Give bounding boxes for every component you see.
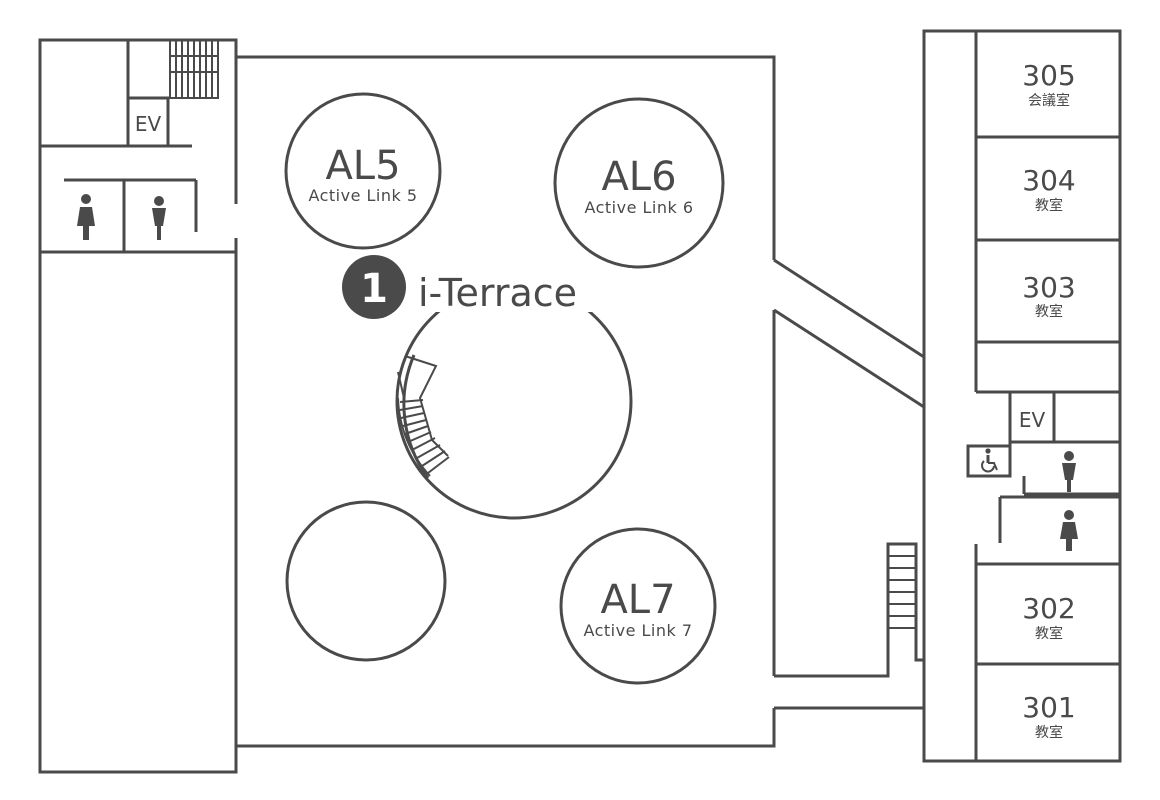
room-303-type: 教室 (1035, 303, 1063, 320)
right-wing: 305 会議室 304 教室 303 教室 302 教室 301 教室 EV (922, 29, 1122, 763)
al5-code: AL5 (325, 143, 400, 189)
female-restroom-icon (77, 194, 95, 240)
room-302-number: 302 (1022, 592, 1075, 625)
left-wing: EV (38, 38, 239, 774)
right-lower-stairs-icon (888, 555, 916, 629)
room-305-number: 305 (1022, 59, 1075, 92)
central-hall: AL5 Active Link 5 AL6 Active Link 6 AL7 … (233, 55, 776, 748)
room-304[interactable]: 304 教室 (1022, 164, 1075, 214)
connecting-corridors (772, 258, 925, 710)
i-terrace-atrium[interactable] (395, 282, 633, 520)
unlabeled-round-room (285, 500, 447, 662)
room-301-type: 教室 (1035, 724, 1063, 741)
room-305-type: 会議室 (1028, 92, 1070, 109)
right-wing-outline (922, 29, 1122, 763)
al5-label: Active Link 5 (308, 186, 417, 205)
male-restroom-icon (152, 196, 166, 240)
venue-title: i-Terrace (418, 271, 577, 315)
venue-number: 1 (360, 266, 388, 312)
left-elevator (126, 96, 170, 148)
room-302[interactable]: 302 教室 (1022, 592, 1075, 642)
room-304-type: 教室 (1035, 197, 1063, 214)
active-link-7-room[interactable] (559, 527, 717, 685)
room-303-number: 303 (1022, 271, 1075, 304)
room-302-type: 教室 (1035, 625, 1063, 642)
al6-code: AL6 (601, 154, 676, 200)
hall-outline-top (236, 55, 776, 260)
room-301[interactable]: 301 教室 (1022, 691, 1075, 741)
wheelchair-icon (981, 448, 998, 473)
active-link-6-room[interactable] (553, 97, 725, 269)
venue-number-badge (342, 255, 406, 319)
female-restroom-icon-right (1060, 510, 1078, 551)
venue-marker[interactable]: 1 i-Terrace (342, 255, 632, 319)
room-305[interactable]: 305 会議室 (1022, 59, 1075, 109)
spiral-stairs-icon (397, 354, 450, 479)
male-restroom-icon-right (1062, 451, 1076, 492)
al7-code: AL7 (600, 577, 675, 623)
right-elevator-label: EV (1019, 408, 1046, 432)
hall-outline-bottom (236, 708, 776, 748)
left-wing-outline (38, 38, 238, 774)
room-301-number: 301 (1022, 691, 1075, 724)
right-elevator (1008, 390, 1056, 444)
al7-label: Active Link 7 (583, 621, 692, 640)
left-elevator-label: EV (135, 112, 162, 136)
room-303[interactable]: 303 教室 (1022, 271, 1075, 320)
al6-label: Active Link 6 (584, 198, 693, 217)
active-link-5-room[interactable] (284, 92, 442, 250)
room-304-number: 304 (1022, 164, 1075, 197)
left-stairs-icon (169, 39, 219, 99)
